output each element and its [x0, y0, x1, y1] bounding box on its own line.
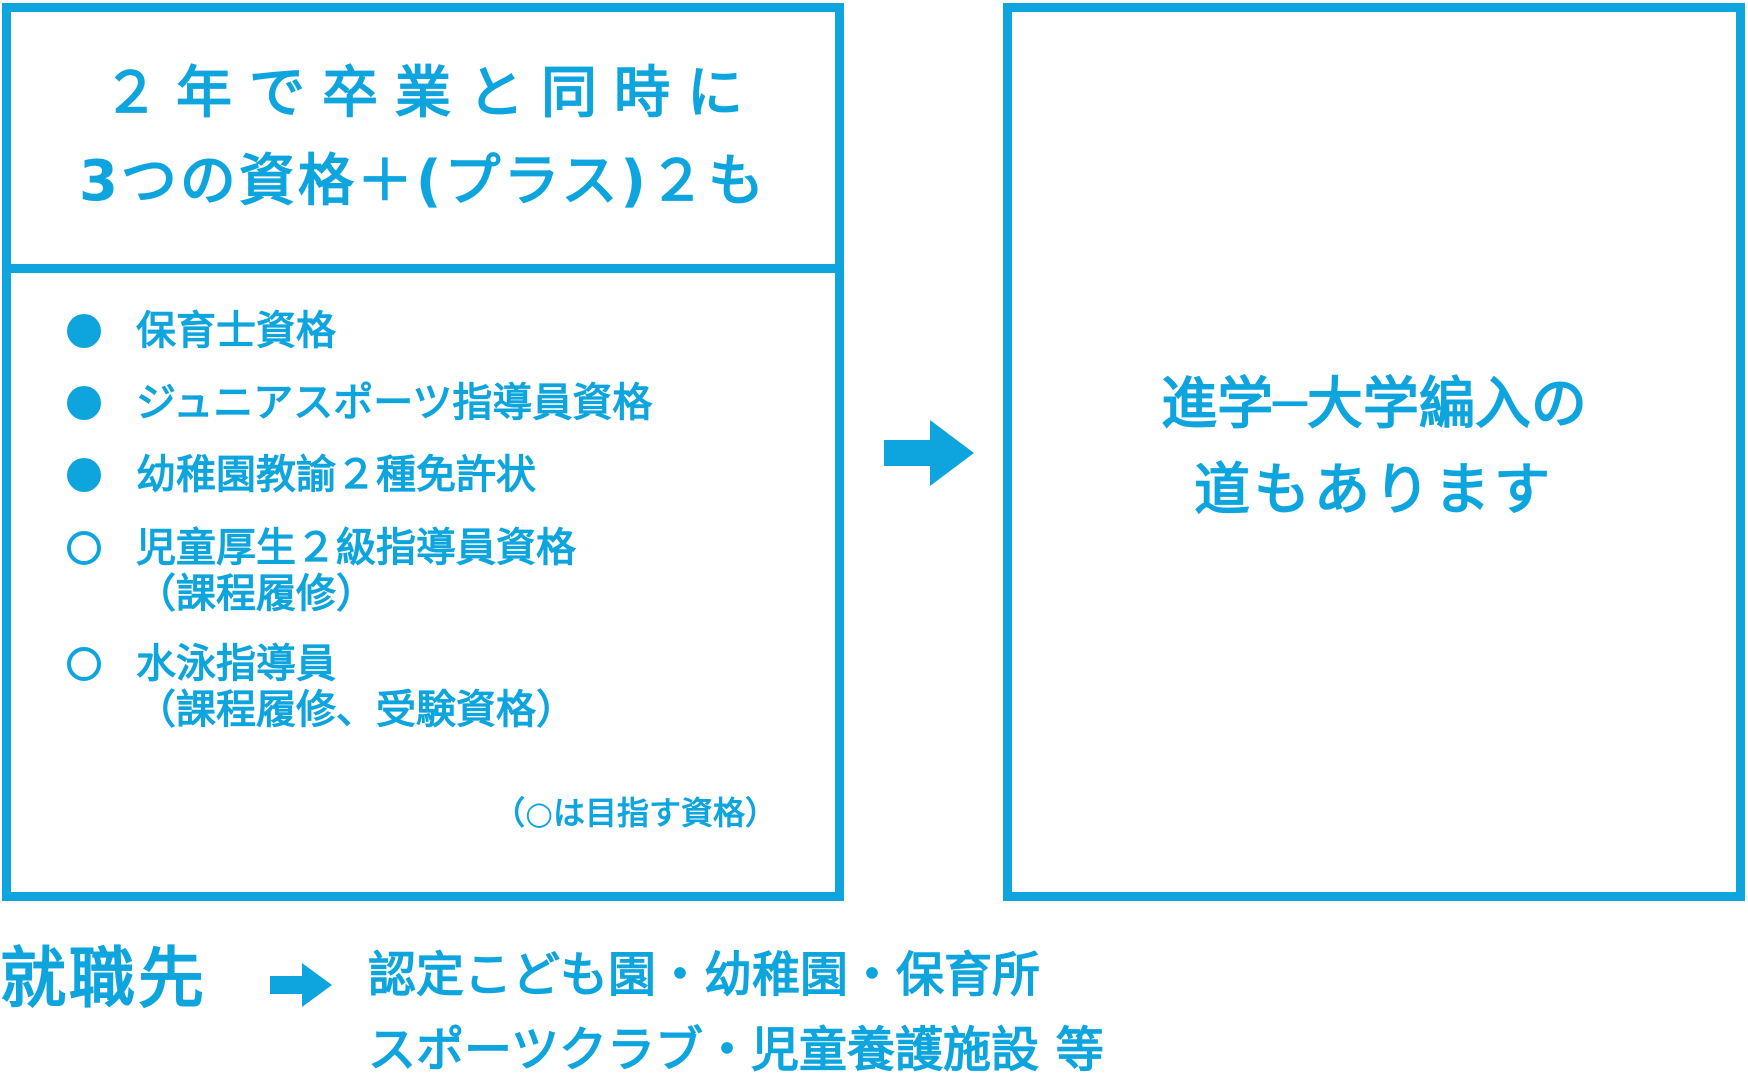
list-item: 幼稚園教諭２種免許状	[67, 450, 536, 500]
bullet-filled-icon	[67, 378, 113, 428]
qualification-subtext: （課程履修）	[136, 571, 376, 617]
qualification-text: ジュニアスポーツ指導員資格	[136, 380, 653, 426]
employment-line-2: スポーツクラブ・児童養護施設 等	[368, 1022, 1104, 1078]
list-item: 保育士資格	[67, 306, 336, 356]
bullet-open-icon	[67, 523, 113, 573]
further-study-box: 進学─大学編入の 道もあります	[1003, 3, 1745, 901]
right-arrow-icon	[884, 420, 974, 490]
legend-note: （○は目指す資格）	[493, 794, 777, 832]
title-box: ２年で卒業と同時に 3つの資格＋(プラス)２も	[2, 3, 844, 273]
further-study-line-1: 進学─大学編入の	[1161, 372, 1587, 437]
right-arrow-icon	[270, 963, 332, 1011]
title-line-2: 3つの資格＋(プラス)２も	[78, 149, 768, 214]
employment-label: 就職先	[0, 940, 207, 1017]
title-line-1: ２年で卒業と同時に	[103, 61, 760, 126]
further-study-line-2: 道もあります	[1194, 458, 1554, 523]
list-item: ジュニアスポーツ指導員資格	[67, 378, 652, 428]
qualification-text: 児童厚生２級指導員資格	[136, 525, 576, 571]
qualification-subtext: （課程履修、受験資格）	[136, 687, 576, 733]
bullet-open-icon	[67, 639, 113, 689]
qualification-list: 保育士資格 ジュニアスポーツ指導員資格 幼稚園教諭２種免許状 児童厚生２級指導員…	[2, 273, 844, 901]
list-item: 水泳指導員 （課程履修、受験資格）	[67, 639, 576, 731]
qualification-text: 水泳指導員	[136, 641, 336, 687]
bullet-filled-icon	[67, 306, 113, 356]
qualification-text: 幼稚園教諭２種免許状	[136, 452, 536, 498]
bullet-filled-icon	[67, 450, 113, 500]
employment-line-1: 認定こども園・幼稚園・保育所	[368, 947, 1041, 1003]
list-item: 児童厚生２級指導員資格 （課程履修）	[67, 523, 576, 615]
qualification-text: 保育士資格	[136, 308, 336, 354]
